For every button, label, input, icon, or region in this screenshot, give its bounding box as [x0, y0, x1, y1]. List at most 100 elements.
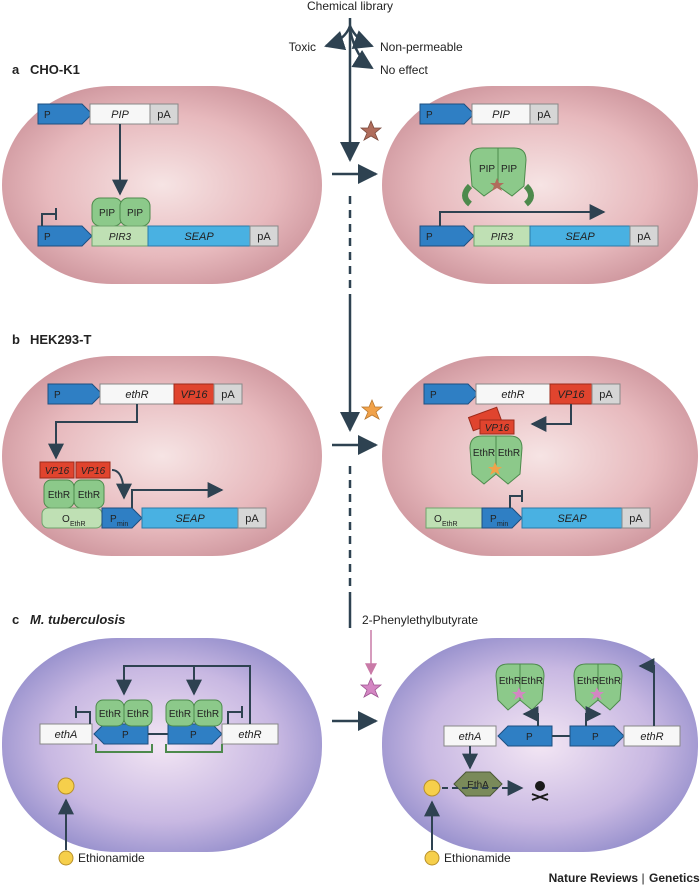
svg-text:PIP: PIP [479, 164, 495, 175]
svg-text:PIP: PIP [99, 208, 115, 219]
compound-star-c [359, 676, 383, 698]
cell-c-left [2, 638, 322, 852]
svg-text:pA: pA [637, 231, 651, 243]
panel-b-letter: b [12, 332, 20, 347]
svg-text:EthR: EthR [127, 709, 149, 720]
svg-text:P: P [190, 730, 197, 741]
journal-credit: Nature Reviews | Genetics [549, 871, 700, 885]
svg-text:VP16: VP16 [485, 423, 510, 434]
c-right-ethr-bound-1: EthR EthR [495, 663, 545, 711]
svg-text:min: min [497, 521, 508, 528]
svg-text:EthA: EthA [467, 780, 489, 791]
svg-text:P: P [44, 110, 51, 121]
svg-text:P: P [110, 514, 117, 525]
svg-text:P: P [490, 514, 497, 525]
svg-text:SEAP: SEAP [175, 513, 205, 525]
c-left-ethionamide-uptake: Ethionamide [58, 798, 145, 866]
svg-text:VP16: VP16 [81, 466, 106, 477]
a-left-bottom-construct: P PIR3 SEAP pA [37, 208, 279, 247]
svg-text:EthR: EthR [577, 676, 599, 687]
svg-text:ethR: ethR [238, 729, 261, 741]
no-effect-label: No effect [380, 63, 428, 77]
svg-text:ethR: ethR [125, 389, 148, 401]
c-right-ethionamide-dot [423, 779, 441, 797]
c-right-construct: ethA P P ethR [443, 725, 681, 747]
svg-text:VP16: VP16 [181, 389, 209, 401]
svg-text:Nature Reviews: Nature Reviews [549, 871, 639, 885]
skull-icon [531, 781, 549, 801]
cell-b-right [382, 356, 698, 556]
b-left-bottom-construct: O EthR P min SEAP pA [41, 469, 267, 529]
svg-text:P: P [54, 390, 61, 401]
svg-text:EthR: EthR [197, 709, 219, 720]
compound-star-b [360, 398, 384, 420]
c-left-ethionamide-dot [57, 777, 75, 795]
svg-text:pA: pA [221, 389, 235, 401]
svg-text:EthR: EthR [473, 448, 495, 459]
svg-text:Ethionamide: Ethionamide [78, 851, 145, 865]
svg-text:EthR: EthR [70, 521, 86, 528]
panel-b-title: HEK293-T [30, 332, 91, 347]
compound-star-a [359, 119, 383, 141]
c-right-etha-enzyme: EthA [453, 771, 503, 797]
svg-text:SEAP: SEAP [565, 231, 595, 243]
svg-text:P: P [426, 232, 433, 243]
panel-c-title: M. tuberculosis [30, 612, 125, 627]
svg-text:VP16: VP16 [558, 389, 586, 401]
c-left-feedback [75, 665, 251, 724]
svg-text:pA: pA [537, 109, 551, 121]
svg-text:PIP: PIP [501, 164, 517, 175]
a-left-top-construct: P PIP pA [37, 103, 179, 125]
svg-text:pA: pA [629, 513, 643, 525]
c-right-transcription-arrows [462, 658, 655, 770]
svg-text:EthR: EthR [169, 709, 191, 720]
a-right-pip-bound: PIP PIP [462, 147, 534, 207]
svg-text:ethA: ethA [459, 731, 482, 743]
svg-text:ethA: ethA [55, 729, 78, 741]
svg-text:P: P [592, 732, 599, 743]
chemical-library-label: Chemical library [307, 0, 393, 13]
svg-text:EthR: EthR [498, 448, 520, 459]
svg-text:P: P [44, 232, 51, 243]
svg-text:pA: pA [245, 513, 259, 525]
svg-text:Ethionamide: Ethionamide [444, 851, 511, 865]
svg-text:PIP: PIP [111, 109, 129, 121]
svg-text:EthR: EthR [99, 709, 121, 720]
svg-text:ethR: ethR [640, 731, 663, 743]
svg-text:SEAP: SEAP [557, 513, 587, 525]
svg-text:EthR: EthR [599, 676, 621, 687]
b-right-top-construct: P ethR VP16 pA [423, 383, 621, 405]
panel-a-title: CHO-K1 [30, 62, 80, 77]
svg-text:Genetics: Genetics [649, 871, 700, 885]
c-left-ethr-dimers: EthR EthR EthR EthR [95, 699, 223, 753]
a-left-pip-dimer: PIP PIP [91, 197, 151, 227]
svg-text:P: P [122, 730, 129, 741]
svg-text:|: | [641, 871, 644, 885]
svg-text:P: P [526, 732, 533, 743]
svg-text:PIP: PIP [127, 208, 143, 219]
svg-text:ethR: ethR [501, 389, 524, 401]
b-right-bottom-construct: O EthR P min SEAP pA [425, 490, 651, 529]
a-right-bottom-construct: P PIR3 SEAP pA [419, 204, 659, 247]
svg-text:O: O [62, 514, 70, 525]
svg-text:EthR: EthR [499, 676, 521, 687]
svg-text:VP16: VP16 [45, 466, 70, 477]
panel-a-letter: a [12, 62, 20, 77]
svg-text:pA: pA [157, 109, 171, 121]
c-right-ethionamide-uptake: Ethionamide [424, 800, 511, 866]
c-right-ethr-bound-2: EthR EthR [573, 663, 623, 711]
b-right-ethr-bound: VP16 EthR EthR [467, 406, 523, 485]
b-left-vp16-ethr-complex: VP16 VP16 EthR EthR [39, 461, 111, 509]
transfer-arrows [332, 164, 378, 731]
svg-text:O: O [434, 514, 442, 525]
non-permeable-label: Non-permeable [380, 40, 463, 54]
svg-text:P: P [426, 110, 433, 121]
svg-text:PIR3: PIR3 [491, 232, 514, 243]
a-right-top-construct: P PIP pA [419, 103, 559, 125]
svg-text:EthR: EthR [48, 490, 70, 501]
svg-text:EthR: EthR [78, 490, 100, 501]
b-left-top-construct: P ethR VP16 pA [47, 383, 243, 405]
svg-text:PIR3: PIR3 [109, 232, 132, 243]
phenylethylbutyrate-label: 2-Phenylethylbutyrate [362, 613, 478, 627]
